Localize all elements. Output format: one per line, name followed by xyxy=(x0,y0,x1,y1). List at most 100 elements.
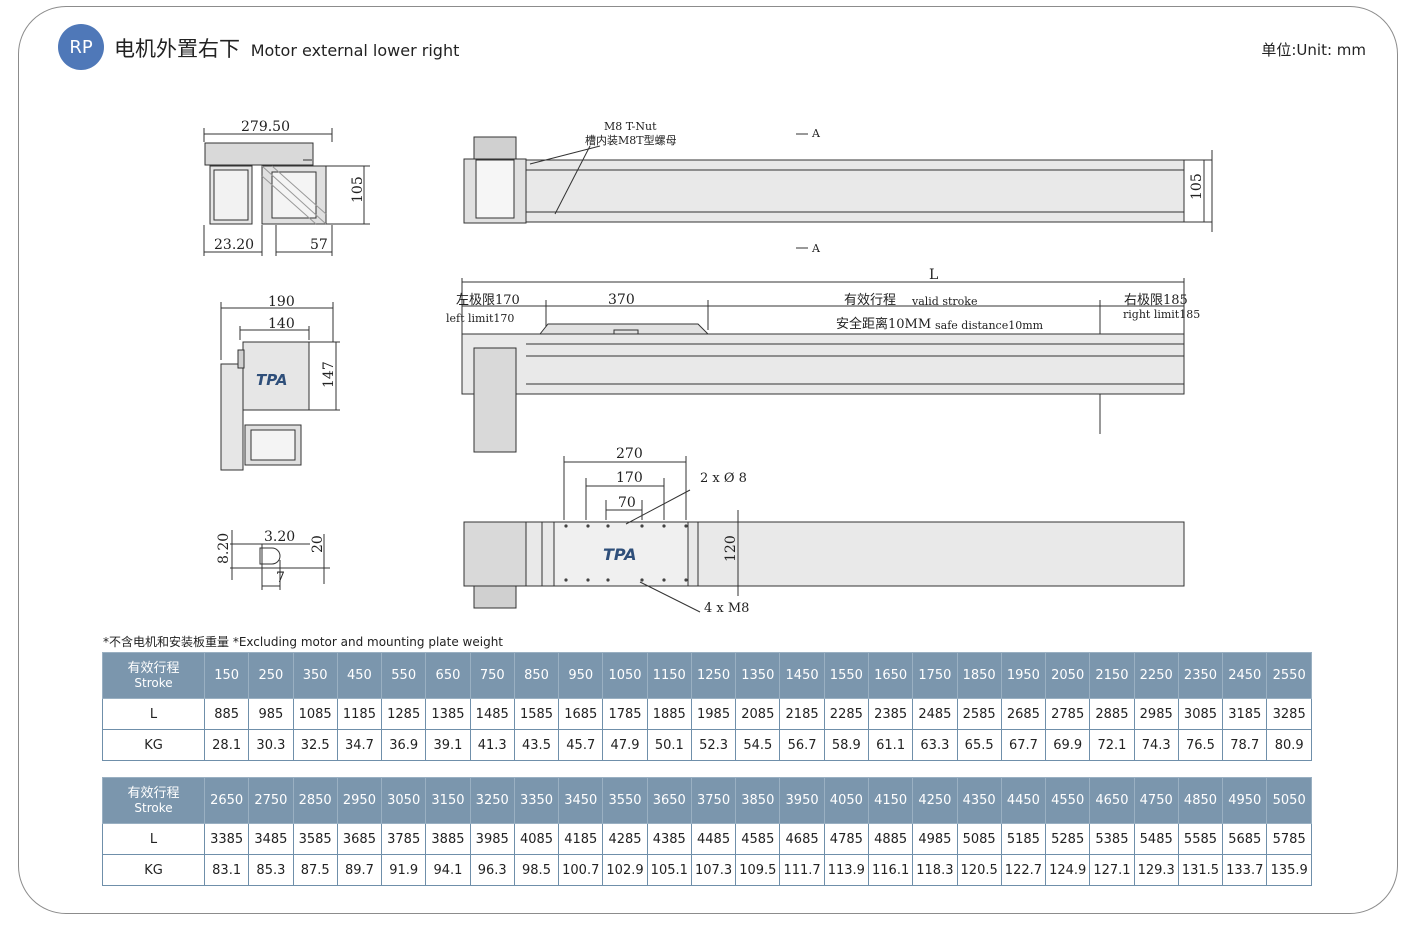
length-header: L xyxy=(102,698,205,730)
stroke-cell: 2850 xyxy=(292,777,338,824)
stroke-cell: 1550 xyxy=(823,652,869,699)
weight-cell: 100.7 xyxy=(558,854,604,886)
stroke-cell: 450 xyxy=(336,652,383,699)
dim-top-height: 105 xyxy=(350,176,366,203)
dim-rail-105: 105 xyxy=(1189,173,1205,200)
dim-slot-7: 7 xyxy=(276,570,285,586)
length-cell: 1585 xyxy=(513,698,560,730)
weight-cell: 63.3 xyxy=(912,729,958,761)
stroke-cell: 1350 xyxy=(735,652,781,699)
length-cell: 4485 xyxy=(690,823,737,855)
stroke-cell: 550 xyxy=(381,652,427,699)
tnut-label-en: M8 T-Nut xyxy=(604,120,657,133)
slot-profile xyxy=(230,530,330,590)
stroke-cell: 1250 xyxy=(690,652,737,699)
length-cell: 1685 xyxy=(558,698,604,730)
length-cell: 3885 xyxy=(425,823,471,855)
dim-270: 270 xyxy=(616,446,643,462)
weight-cell: 127.1 xyxy=(1089,854,1135,886)
stroke-cell: 4950 xyxy=(1222,777,1268,824)
weight-cell: 69.9 xyxy=(1045,729,1091,761)
length-cell: 1885 xyxy=(646,698,692,730)
length-cell: 2385 xyxy=(867,698,914,730)
length-cell: 4685 xyxy=(779,823,825,855)
weight-cell: 116.1 xyxy=(867,854,914,886)
length-cell: 1485 xyxy=(469,698,515,730)
weight-cell: 47.9 xyxy=(602,729,648,761)
weight-cell: 89.7 xyxy=(336,854,383,886)
length-cell: 4585 xyxy=(735,823,781,855)
dim-70: 70 xyxy=(618,495,636,511)
weight-cell: 98.5 xyxy=(513,854,560,886)
weight-cell: 96.3 xyxy=(469,854,515,886)
weight-cell: 65.5 xyxy=(956,729,1002,761)
weight-note: *不含电机和安装板重量 *Excluding motor and mountin… xyxy=(103,635,504,649)
stroke-cell: 4550 xyxy=(1045,777,1091,824)
weight-cell: 52.3 xyxy=(690,729,737,761)
logo-bottom: TPA xyxy=(603,545,637,564)
weight-cell: 72.1 xyxy=(1089,729,1135,761)
stroke-cell: 3050 xyxy=(381,777,427,824)
side-view xyxy=(220,302,340,471)
safe-distance-en: safe distance10mm xyxy=(935,319,1044,332)
dim-top-width: 279.50 xyxy=(241,119,290,135)
stroke-cell: 3650 xyxy=(646,777,692,824)
length-cell: 2185 xyxy=(779,698,825,730)
stroke-cell: 1450 xyxy=(779,652,825,699)
weight-cell: 91.9 xyxy=(381,854,427,886)
stroke-cell: 3950 xyxy=(779,777,825,824)
left-limit-cn: 左极限170 xyxy=(456,293,520,308)
length-cell: 4185 xyxy=(558,823,604,855)
stroke-cell: 2050 xyxy=(1045,652,1091,699)
length-cell: 3385 xyxy=(203,823,250,855)
page-frame xyxy=(18,6,1398,914)
length-cell: 3485 xyxy=(248,823,294,855)
actuator-bottom-view xyxy=(463,456,1185,613)
length-cell: 1085 xyxy=(292,698,338,730)
length-cell: 2685 xyxy=(1000,698,1047,730)
stroke-cell: 350 xyxy=(292,652,338,699)
stroke-cell: 3750 xyxy=(690,777,737,824)
weight-cell: 76.5 xyxy=(1177,729,1224,761)
length-cell: 4385 xyxy=(646,823,692,855)
stroke-cell: 5050 xyxy=(1266,777,1312,824)
length-cell: 5785 xyxy=(1266,823,1312,855)
title-en: Motor external lower right xyxy=(250,41,460,60)
weight-cell: 58.9 xyxy=(823,729,869,761)
length-cell: 4785 xyxy=(823,823,869,855)
page-title: 电机外置右下 Motor external lower right xyxy=(114,33,459,63)
length-cell: 5085 xyxy=(956,823,1002,855)
dim-370: 370 xyxy=(608,292,635,308)
stroke-cell: 3550 xyxy=(602,777,648,824)
length-cell: 2985 xyxy=(1133,698,1179,730)
weight-cell: 30.3 xyxy=(248,729,294,761)
length-cell: 3285 xyxy=(1266,698,1312,730)
stroke-cell: 2650 xyxy=(203,777,250,824)
stroke-cell: 2450 xyxy=(1222,652,1268,699)
weight-cell: 105.1 xyxy=(646,854,692,886)
stroke-cell: 4650 xyxy=(1089,777,1135,824)
length-cell: 1285 xyxy=(381,698,427,730)
stroke-cell: 2750 xyxy=(248,777,294,824)
stroke-cell: 1050 xyxy=(602,652,648,699)
stroke-cell: 3250 xyxy=(469,777,515,824)
weight-cell: 87.5 xyxy=(292,854,338,886)
weight-cell: 135.9 xyxy=(1266,854,1312,886)
weight-cell: 41.3 xyxy=(469,729,515,761)
weight-cell: 61.1 xyxy=(867,729,914,761)
stroke-cell: 4350 xyxy=(956,777,1002,824)
dim-140: 140 xyxy=(268,316,295,332)
weight-cell: 120.5 xyxy=(956,854,1002,886)
stroke-cell: 1150 xyxy=(646,652,692,699)
weight-cell: 39.1 xyxy=(425,729,471,761)
dim-170: 170 xyxy=(616,470,643,486)
length-cell: 4985 xyxy=(912,823,958,855)
weight-cell: 50.1 xyxy=(646,729,692,761)
section-a-bottom: A xyxy=(811,242,821,255)
dim-120: 120 xyxy=(723,535,739,562)
